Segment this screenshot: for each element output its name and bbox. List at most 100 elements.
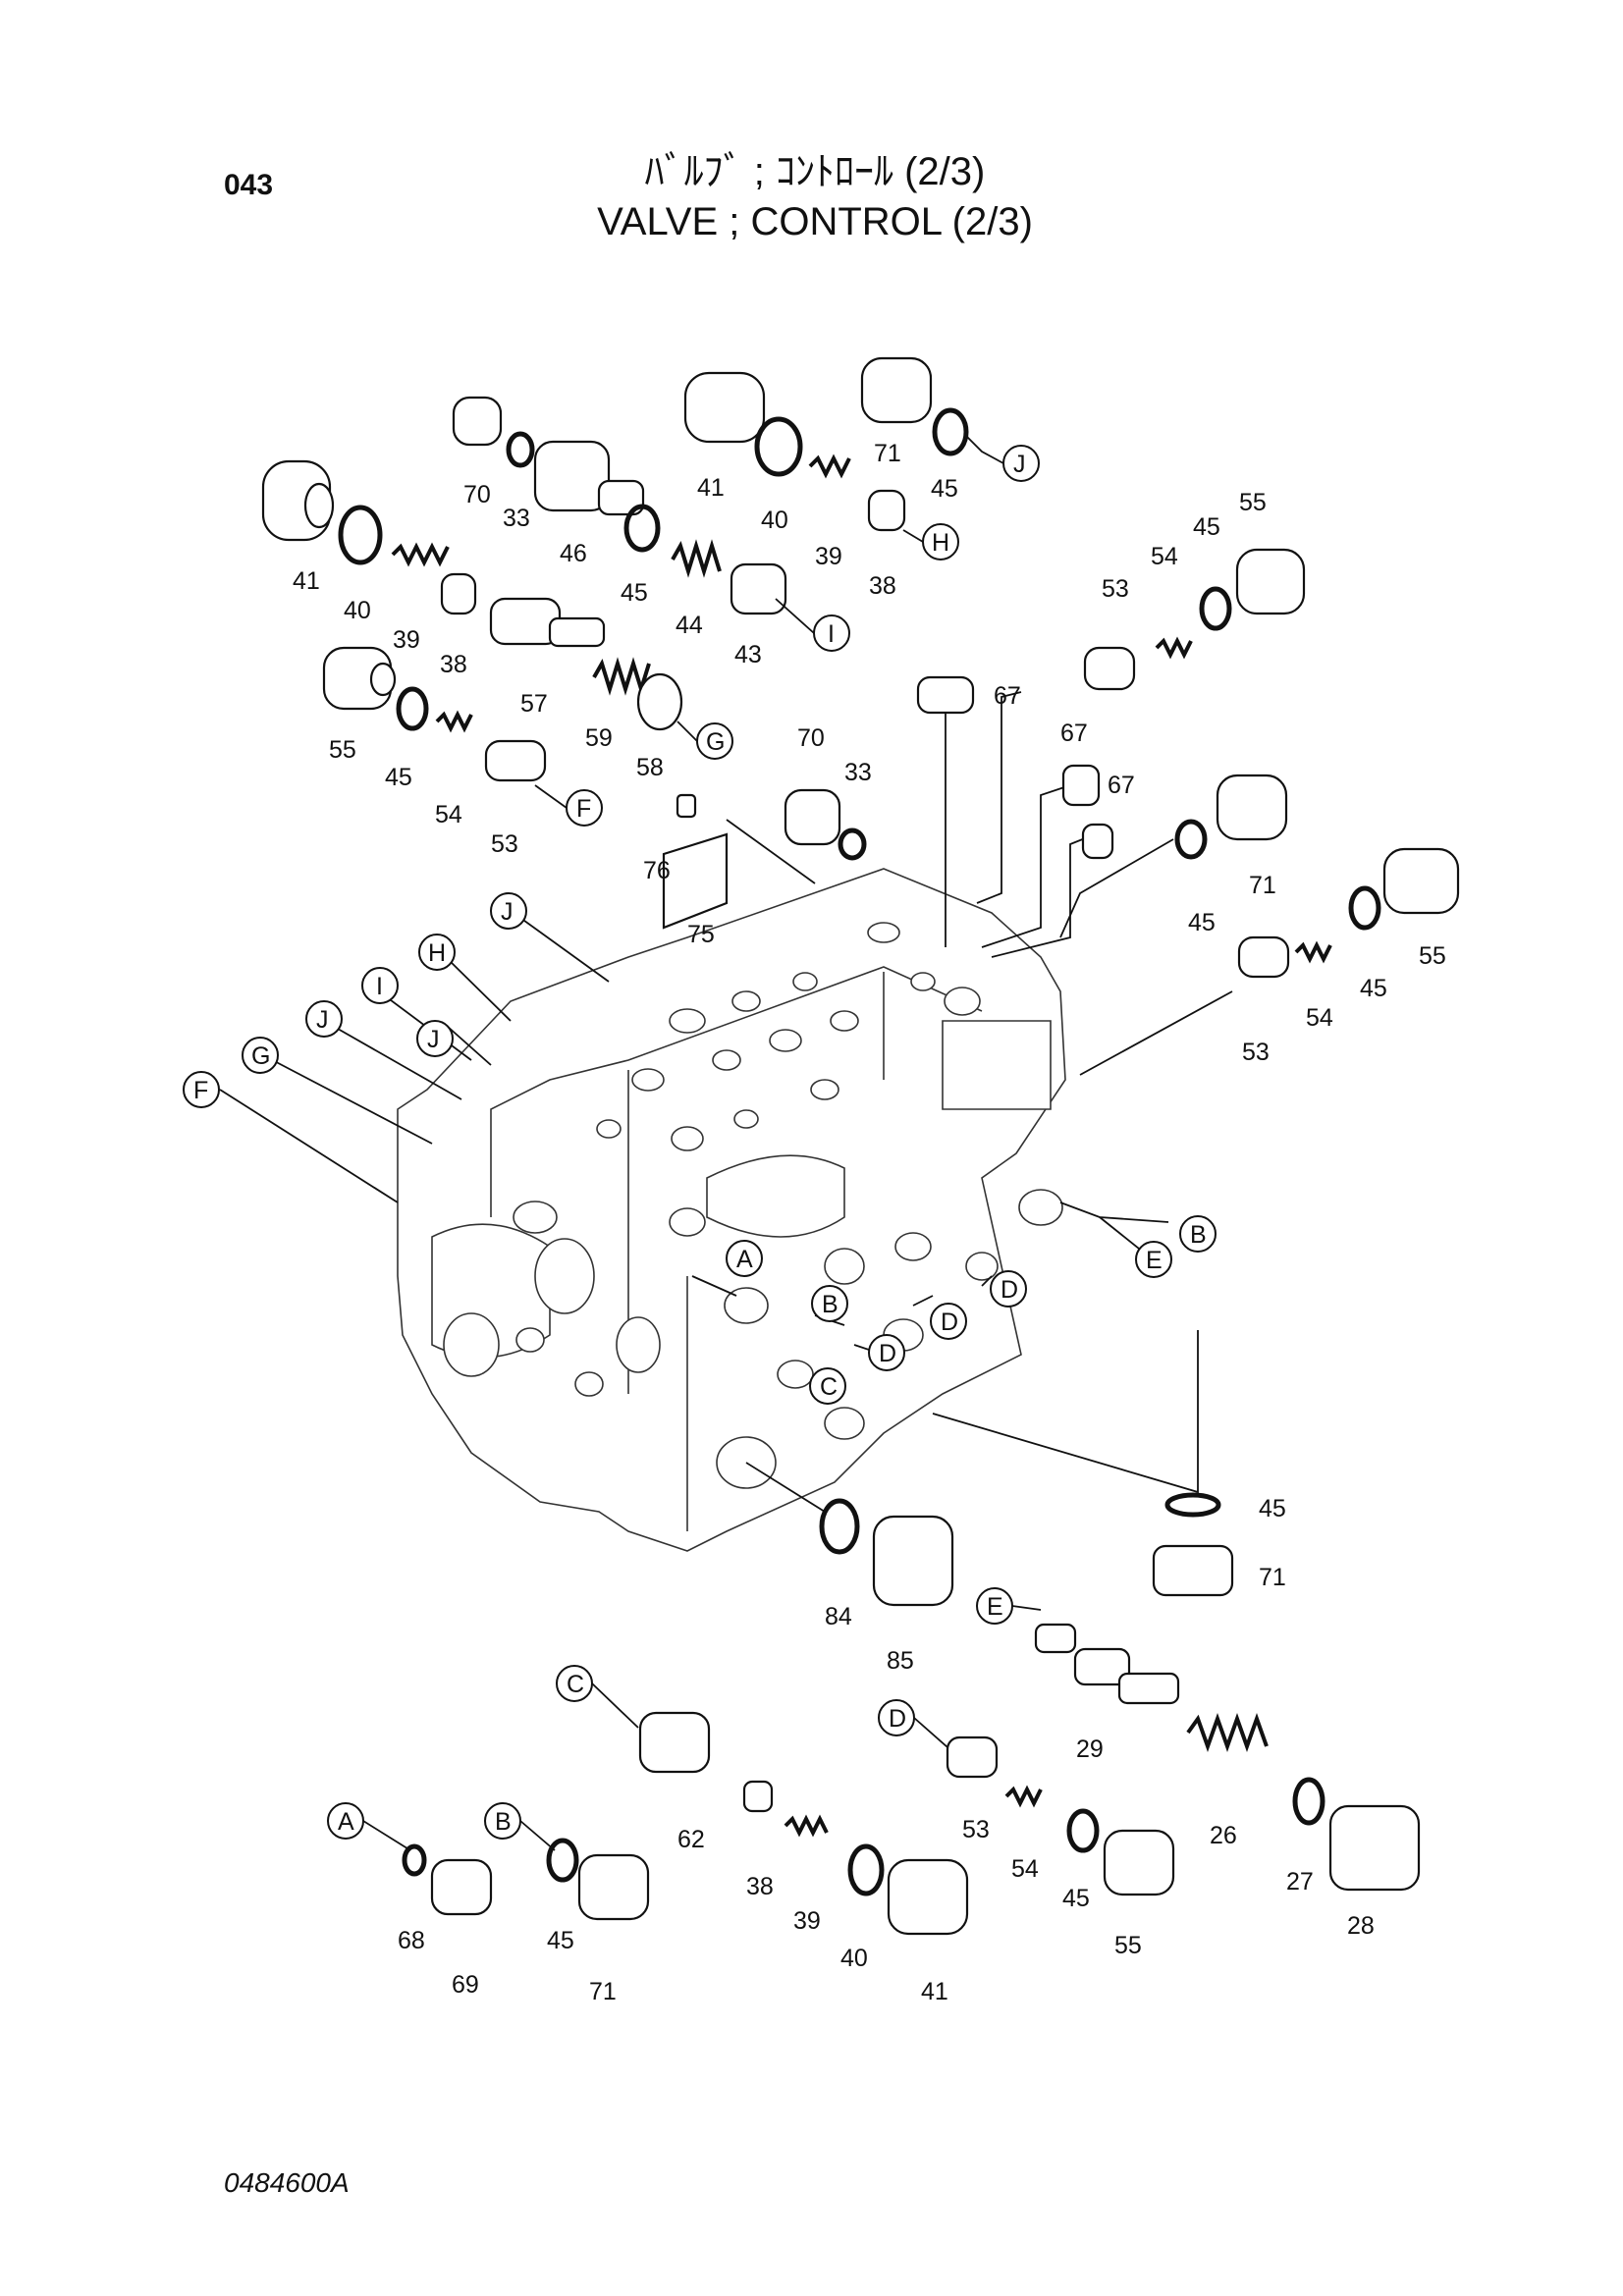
part-spring-54-right bbox=[1294, 940, 1332, 964]
ref-bubble-I-top: I bbox=[813, 614, 850, 652]
label-67-a: 67 bbox=[994, 682, 1021, 710]
reference-bubbles: J H I G F J H I J J G F A B D C D D E B … bbox=[183, 445, 1217, 1840]
part-spring-39-top bbox=[808, 454, 851, 479]
svg-text:I: I bbox=[376, 973, 383, 1000]
part-plug-85 bbox=[872, 1515, 954, 1607]
svg-text:F: F bbox=[193, 1077, 208, 1104]
part-oring-45-bottomleft bbox=[546, 1838, 579, 1883]
title-japanese: ﾊﾞﾙﾌﾞ ; ｺﾝﾄﾛｰﾙ (2/3) bbox=[644, 150, 986, 193]
part-oring-45-topright bbox=[932, 407, 969, 456]
label-68: 68 bbox=[398, 1927, 425, 1954]
label-45-bottom: 45 bbox=[1062, 1885, 1090, 1912]
part-plug-55-right bbox=[1382, 847, 1460, 915]
part-poppet-38-topleft bbox=[440, 572, 477, 615]
ref-bubble-D-body3: D bbox=[990, 1270, 1027, 1308]
part-spool-62 bbox=[638, 1711, 711, 1774]
ref-bubble-E-bottom: E bbox=[976, 1587, 1013, 1625]
bubble-leader-lines bbox=[362, 436, 1042, 1851]
part-spring-39-bottom bbox=[784, 1814, 829, 1838]
part-plug-71-bottom bbox=[577, 1853, 650, 1921]
part-plug-67-c bbox=[1081, 823, 1114, 860]
svg-text:D: D bbox=[1001, 1276, 1018, 1304]
label-39-top: 39 bbox=[815, 543, 842, 570]
part-plug-71-right bbox=[1216, 774, 1288, 841]
label-55-right: 55 bbox=[1419, 942, 1446, 970]
svg-text:G: G bbox=[251, 1042, 270, 1070]
ref-bubble-H-left: H bbox=[418, 934, 456, 971]
label-39: 39 bbox=[393, 626, 420, 654]
label-53: 53 bbox=[491, 830, 518, 858]
part-oring-27 bbox=[1292, 1777, 1325, 1826]
part-number-labels: 41 40 39 38 57 59 58 55 45 54 53 70 33 4… bbox=[293, 440, 1446, 2005]
label-38-top: 38 bbox=[869, 572, 896, 600]
label-69: 69 bbox=[452, 1971, 479, 1999]
part-plug-55-topright bbox=[1235, 548, 1306, 615]
ref-bubble-C-body: C bbox=[809, 1367, 846, 1405]
label-43: 43 bbox=[734, 641, 762, 668]
part-plug-67-b bbox=[1061, 764, 1101, 807]
label-26: 26 bbox=[1210, 1822, 1237, 1849]
part-plug-70-top bbox=[452, 396, 503, 447]
svg-text:J: J bbox=[316, 1006, 329, 1034]
ref-bubble-B-body: B bbox=[811, 1285, 848, 1322]
part-oring-45-right bbox=[1348, 885, 1381, 931]
label-62: 62 bbox=[677, 1826, 705, 1853]
part-poppet-53-top bbox=[1083, 646, 1136, 691]
drawing-number: 0484600A bbox=[224, 2167, 350, 2198]
part-spring-26 bbox=[1186, 1713, 1269, 1752]
label-45-bottomleft: 45 bbox=[547, 1927, 574, 1954]
label-71-bottom: 71 bbox=[589, 1978, 617, 2005]
svg-text:B: B bbox=[822, 1291, 839, 1318]
svg-text:J: J bbox=[427, 1026, 440, 1053]
label-45: 45 bbox=[385, 764, 412, 791]
ref-bubble-J-left3: J bbox=[305, 1000, 343, 1038]
part-poppet-53-bottom bbox=[946, 1735, 999, 1779]
ref-bubble-J-left: J bbox=[490, 892, 527, 930]
svg-text:B: B bbox=[1190, 1221, 1207, 1249]
label-84: 84 bbox=[825, 1603, 852, 1630]
label-40: 40 bbox=[344, 597, 371, 624]
label-76: 76 bbox=[643, 857, 671, 884]
label-45-topright: 45 bbox=[931, 475, 958, 503]
part-oring-45-right-mid bbox=[1174, 819, 1208, 860]
label-33-mid: 33 bbox=[844, 759, 872, 786]
ref-bubble-J-top: J bbox=[1002, 445, 1040, 482]
label-67-b: 67 bbox=[1060, 720, 1088, 747]
part-spring-54-top bbox=[1155, 636, 1193, 660]
page-code: 043 bbox=[224, 169, 274, 201]
ref-bubble-A-bottom: A bbox=[327, 1802, 364, 1840]
ref-bubble-F-top: F bbox=[566, 789, 603, 827]
part-oring-45-top bbox=[623, 504, 661, 553]
svg-text:F: F bbox=[576, 795, 591, 823]
label-45-top2: 45 bbox=[1193, 513, 1220, 541]
part-poppet-53-right bbox=[1237, 935, 1290, 979]
svg-text:C: C bbox=[820, 1373, 838, 1401]
label-71-top: 71 bbox=[874, 440, 901, 467]
label-41-top: 41 bbox=[697, 474, 725, 502]
label-40-bottom: 40 bbox=[840, 1945, 868, 1972]
label-55-bottom: 55 bbox=[1114, 1932, 1142, 1959]
label-41: 41 bbox=[293, 567, 320, 595]
label-57: 57 bbox=[520, 690, 548, 718]
svg-text:D: D bbox=[879, 1340, 896, 1367]
label-54-top: 54 bbox=[1151, 543, 1178, 570]
svg-text:E: E bbox=[1146, 1247, 1163, 1274]
svg-text:E: E bbox=[987, 1593, 1003, 1621]
valve-body-holes bbox=[443, 922, 1063, 1489]
label-53-top: 53 bbox=[1102, 575, 1129, 603]
label-55-top: 55 bbox=[1239, 489, 1267, 516]
part-spool-57 bbox=[489, 597, 606, 648]
label-45-top: 45 bbox=[621, 579, 648, 607]
part-oring-84 bbox=[819, 1498, 860, 1555]
title-block: ﾊﾞﾙﾌﾞ ; ｺﾝﾄﾛｰﾙ (2/3) VALVE ; CONTROL (2/… bbox=[471, 147, 1159, 247]
ref-bubble-I-left: I bbox=[361, 967, 399, 1004]
label-39-bottom: 39 bbox=[793, 1907, 821, 1935]
label-71-right: 71 bbox=[1249, 872, 1276, 899]
label-53-right: 53 bbox=[1242, 1039, 1270, 1066]
ref-bubble-C-bottom: C bbox=[556, 1665, 593, 1702]
label-55: 55 bbox=[329, 736, 356, 764]
svg-text:J: J bbox=[1013, 451, 1026, 478]
label-38-bottom: 38 bbox=[746, 1873, 774, 1900]
svg-text:H: H bbox=[428, 939, 446, 967]
part-spring-39-topleft bbox=[391, 542, 450, 567]
